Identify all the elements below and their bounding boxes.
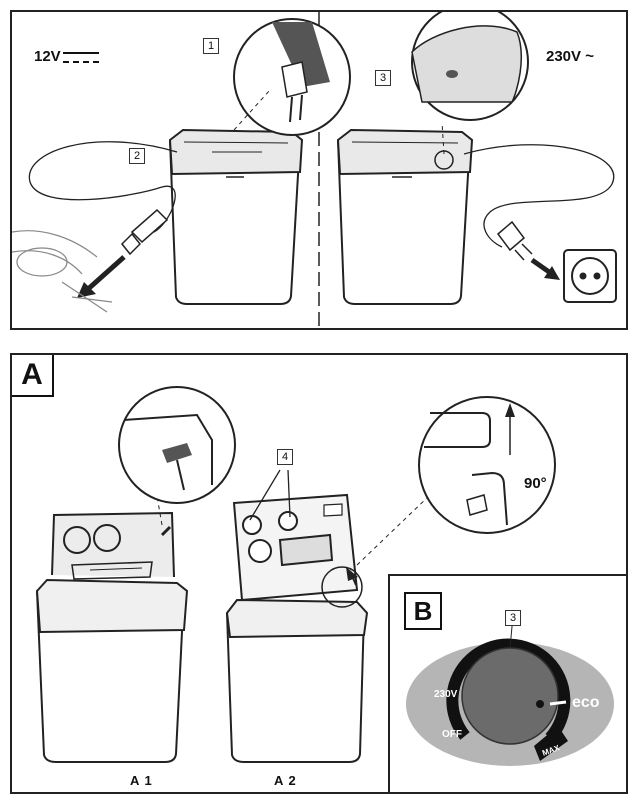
label-12v: 12V: [34, 48, 99, 65]
power-connection-panel: 12V 230V ~ 1 2 3: [10, 10, 628, 330]
dial-knob: [462, 648, 558, 744]
cable-230v: [464, 145, 614, 247]
angle-label: 90°: [524, 475, 547, 492]
mains-plug: [498, 222, 532, 260]
dial-label-off: OFF: [442, 729, 462, 740]
callout-tag-3: 3: [375, 70, 391, 86]
cooler-a2: [227, 600, 367, 762]
plug-arrow-left: [87, 257, 124, 290]
caption-a2: A 2: [274, 773, 297, 788]
wall-socket: [564, 250, 616, 302]
car-plug: [122, 210, 167, 254]
callout-tag-1: 1: [203, 38, 219, 54]
power-connection-illustration: [12, 12, 626, 328]
car-dashboard: [12, 231, 112, 312]
dial-label-eco: eco: [572, 694, 600, 712]
callout-tag-3-dial: 3: [505, 610, 521, 626]
caption-a1: A 1: [130, 773, 153, 788]
cooler-left: [170, 130, 302, 304]
dial-label-230v: 230V: [434, 689, 457, 700]
zoom-circle-hinge: [419, 397, 555, 533]
callout-tag-4: 4: [277, 449, 293, 465]
thermostat-dial-illustration: [390, 576, 626, 792]
panel-b-thermostat: B 3 230V OFF eco MAX: [388, 574, 628, 794]
label-230v: 230V ~: [546, 48, 594, 65]
cooler-a1: [37, 513, 187, 762]
callout-tag-2: 2: [129, 148, 145, 164]
lid-a2: [234, 495, 357, 600]
zoom-circle-a1: [119, 387, 235, 503]
